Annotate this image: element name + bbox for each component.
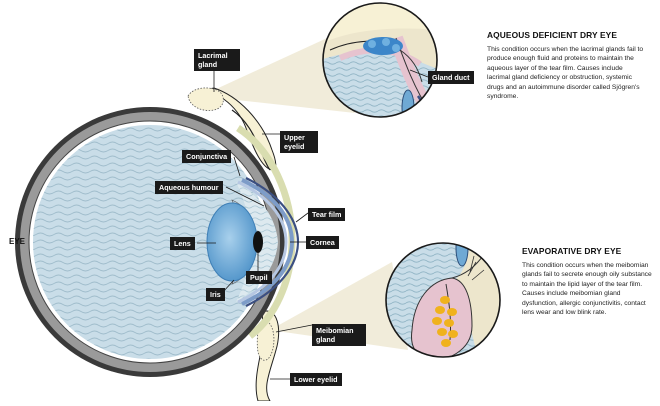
leader-aqueous [225, 186, 265, 207]
evaporative-description: EVAPORATIVE DRY EYE This condition occur… [522, 246, 652, 317]
aqueous-humour-label: Aqueous humour [155, 181, 223, 194]
inset-evaporative [386, 243, 500, 357]
inset-top-frame [322, 2, 438, 118]
pupil-label: Pupil [246, 271, 272, 284]
aqueous-deficient-description: AQUEOUS DEFICIENT DRY EYE This condition… [487, 30, 647, 101]
inset-bottom-frame [385, 242, 501, 358]
leader-tear-film [295, 212, 309, 223]
aqueous-deficient-text: This condition occurs when the lacrimal … [487, 46, 644, 101]
leader-lines [197, 68, 429, 380]
lacrimal-gland-shape [187, 87, 224, 111]
evaporative-title: EVAPORATIVE DRY EYE [522, 246, 622, 256]
leader-meibomian [275, 324, 313, 333]
tear-film-label: Tear film [308, 208, 346, 221]
eye-title: EYE [9, 237, 26, 246]
cornea-inner [237, 180, 288, 304]
cornea-label: Cornea [306, 236, 339, 249]
lens-shape [206, 202, 258, 282]
leader-conjunctiva [233, 156, 241, 177]
pupil-shape [253, 231, 263, 253]
aqueous-deficient-title: AQUEOUS DEFICIENT DRY EYE [487, 30, 618, 40]
leader-gland-duct [409, 69, 429, 78]
lacrimal-gland-label: Lacrimal gland [194, 49, 240, 71]
meibomian-gland-label: Meibomian gland [312, 324, 366, 346]
zoom-cone-bottom [270, 262, 408, 350]
zoom-cone-top [201, 33, 355, 113]
lower-eyelid-label: Lower eyelid [290, 373, 342, 386]
evaporative-text: This condition occurs when the meibomian… [522, 262, 652, 317]
inset-aqueous-deficient [323, 3, 437, 117]
upper-eyelid-label: Upper eyelid [280, 131, 318, 153]
lens-label: Lens [170, 237, 195, 250]
gland-duct-label: Gland duct [428, 71, 474, 84]
conjunctiva-label: Conjunctiva [182, 150, 232, 163]
iris-label: Iris [206, 288, 225, 301]
